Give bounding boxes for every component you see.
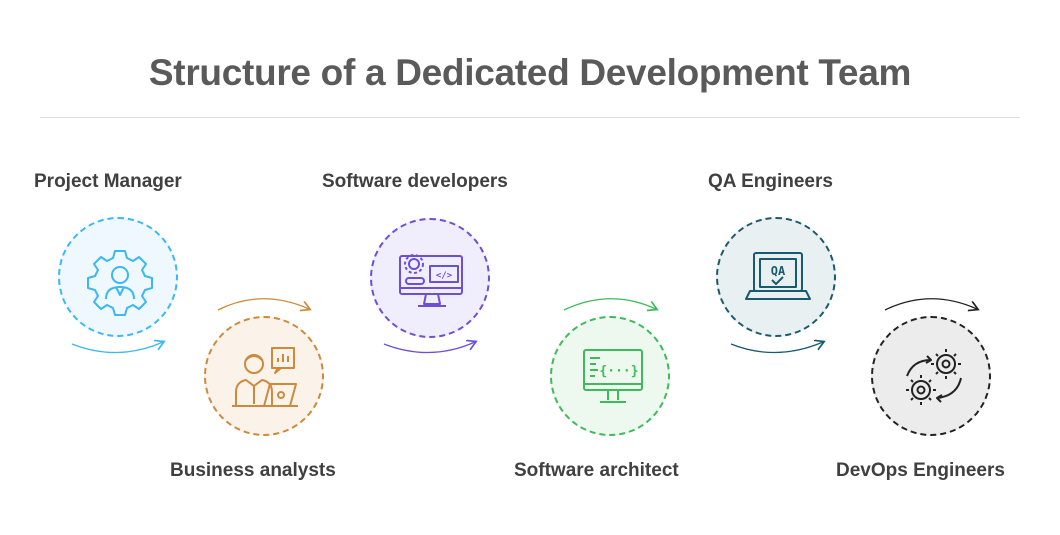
braces-text: {···} bbox=[599, 364, 638, 379]
role-label-software-architect: Software architect bbox=[514, 460, 679, 481]
arrow-qa-engineers bbox=[730, 342, 823, 354]
arrow-devops-engineers bbox=[884, 298, 977, 310]
devops-engineers-node bbox=[871, 316, 991, 436]
code-tag-text: </> bbox=[436, 271, 453, 281]
developer-monitor-code-icon: </> bbox=[399, 254, 463, 307]
qa-text: QA bbox=[771, 264, 786, 278]
arrow-business-analysts bbox=[217, 298, 309, 310]
project-manager-gear-icon bbox=[87, 250, 153, 316]
page-title: Structure of a Dedicated Development Tea… bbox=[148, 52, 912, 93]
arrow-software-architect bbox=[563, 298, 656, 310]
qa-laptop-icon: QA bbox=[745, 252, 811, 300]
devops-gears-icon bbox=[906, 349, 962, 405]
project-manager-node bbox=[58, 217, 178, 337]
software-architect-node: {···} bbox=[550, 316, 670, 436]
role-label-qa-engineers: QA Engineers bbox=[708, 171, 833, 192]
business-analyst-icon bbox=[232, 347, 298, 407]
role-label-devops-engineers: DevOps Engineers bbox=[836, 460, 1005, 481]
qa-engineers-node: QA bbox=[716, 217, 836, 337]
role-label-business-analysts: Business analysts bbox=[170, 460, 336, 481]
business-analysts-node bbox=[204, 316, 324, 436]
software-developers-node: </> bbox=[370, 218, 490, 338]
arrow-software-developers bbox=[383, 342, 475, 354]
role-label-software-developers: Software developers bbox=[322, 171, 508, 192]
role-label-project-manager: Project Manager bbox=[34, 171, 182, 192]
arrow-project-manager bbox=[71, 342, 163, 354]
architect-monitor-icon: {···} bbox=[583, 349, 643, 403]
title-divider bbox=[40, 117, 1020, 118]
